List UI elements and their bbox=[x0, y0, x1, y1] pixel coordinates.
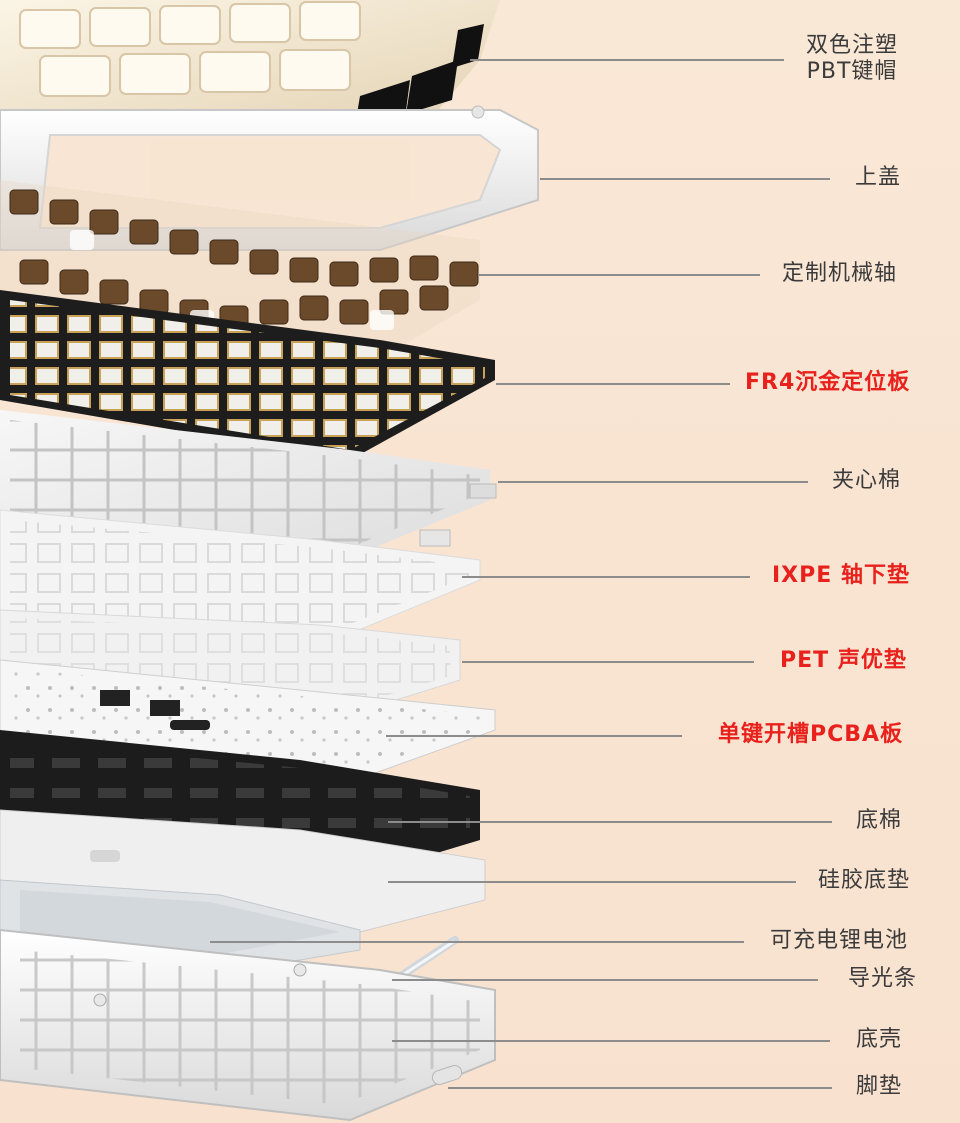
label-keycaps-line1: 双色注塑 bbox=[806, 33, 899, 58]
label-battery: 可充电锂电池 bbox=[770, 928, 909, 953]
label-light-guide: 导光条 bbox=[848, 966, 918, 991]
leader-line-silicone-pad bbox=[388, 881, 796, 883]
label-pet-pad: PET 声优垫 bbox=[780, 648, 907, 673]
leader-line-bottom-case bbox=[392, 1040, 830, 1042]
label-silicone-pad: 硅胶底垫 bbox=[818, 868, 911, 893]
feet-layer bbox=[431, 1065, 463, 1085]
bottom-case-layer bbox=[0, 928, 496, 1122]
label-keycaps: 双色注塑 PBT键帽 bbox=[806, 33, 898, 85]
label-top-case: 上盖 bbox=[855, 165, 902, 190]
leader-line-bottom-foam bbox=[388, 821, 832, 823]
label-keycaps-line2: PBT键帽 bbox=[806, 59, 898, 84]
label-bottom-foam: 底棉 bbox=[856, 808, 903, 833]
leader-line-switches bbox=[478, 274, 760, 276]
leader-line-sandwich-foam bbox=[498, 481, 808, 483]
leader-line-keycaps bbox=[470, 59, 784, 61]
leader-line-light-guide bbox=[392, 979, 818, 981]
label-sandwich-foam: 夹心棉 bbox=[832, 468, 902, 493]
leader-line-top-case bbox=[540, 178, 830, 180]
label-bottom-case: 底壳 bbox=[856, 1027, 903, 1052]
leader-line-plate bbox=[496, 383, 730, 385]
leader-line-pet-pad bbox=[462, 661, 754, 663]
top-case-layer bbox=[0, 105, 539, 251]
plate-layer bbox=[0, 290, 495, 460]
leader-line-feet bbox=[448, 1087, 832, 1089]
label-pcba: 单键开槽PCBA板 bbox=[718, 722, 904, 747]
ixpe-pad-layer bbox=[0, 509, 481, 651]
label-plate: FR4沉金定位板 bbox=[745, 370, 911, 395]
leader-line-pcba bbox=[386, 735, 682, 737]
label-ixpe-pad: IXPE 轴下垫 bbox=[772, 563, 910, 588]
label-switches: 定制机械轴 bbox=[782, 261, 898, 286]
label-feet: 脚垫 bbox=[856, 1074, 903, 1099]
keycaps-layer bbox=[0, 0, 500, 126]
leader-line-ixpe-pad bbox=[462, 576, 750, 578]
leader-line-battery bbox=[210, 941, 744, 943]
